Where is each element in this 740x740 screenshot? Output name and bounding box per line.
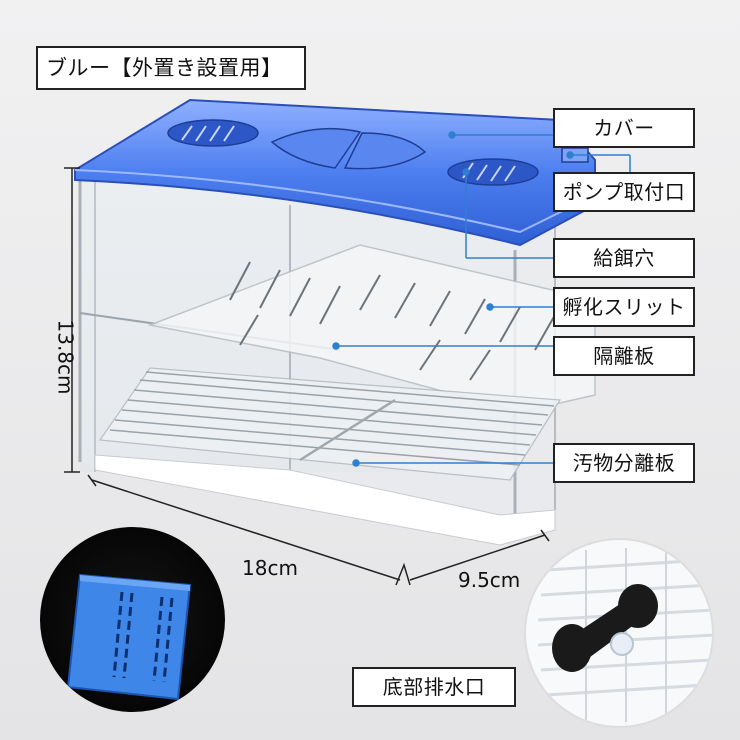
feeding-hole-left bbox=[167, 119, 259, 147]
callout-leader-lines bbox=[332, 131, 631, 467]
center-feeding-doors bbox=[270, 127, 427, 170]
callout-cover: カバー bbox=[553, 108, 695, 148]
callout-bottom-drain: 底部排水口 bbox=[352, 667, 516, 707]
separator-plate-image bbox=[66, 573, 192, 701]
callout-hatching-slit: 孵化スリット bbox=[553, 287, 695, 327]
cover-lid bbox=[74, 98, 596, 247]
drain-plug-image bbox=[537, 548, 712, 722]
width-dimension: 18cm bbox=[242, 556, 298, 580]
dimension-lines bbox=[64, 167, 550, 586]
callout-feeding-hole: 給餌穴 bbox=[553, 238, 695, 278]
hatching-slit-tray bbox=[147, 244, 596, 413]
feeding-hole-right bbox=[447, 158, 539, 186]
waste-separator-grid bbox=[98, 367, 562, 481]
callout-waste-separator: 汚物分離板 bbox=[553, 443, 695, 483]
callout-pump-mount: ポンプ取付口 bbox=[553, 172, 695, 212]
separator-plate-inset bbox=[40, 527, 225, 712]
depth-dimension: 9.5cm bbox=[458, 568, 521, 592]
title-label: ブルー【外置き設置用】 bbox=[36, 46, 306, 90]
callout-divider: 隔離板 bbox=[553, 336, 695, 376]
bottom-drain-inset bbox=[524, 538, 714, 728]
height-dimension: 13.8cm bbox=[53, 319, 78, 395]
